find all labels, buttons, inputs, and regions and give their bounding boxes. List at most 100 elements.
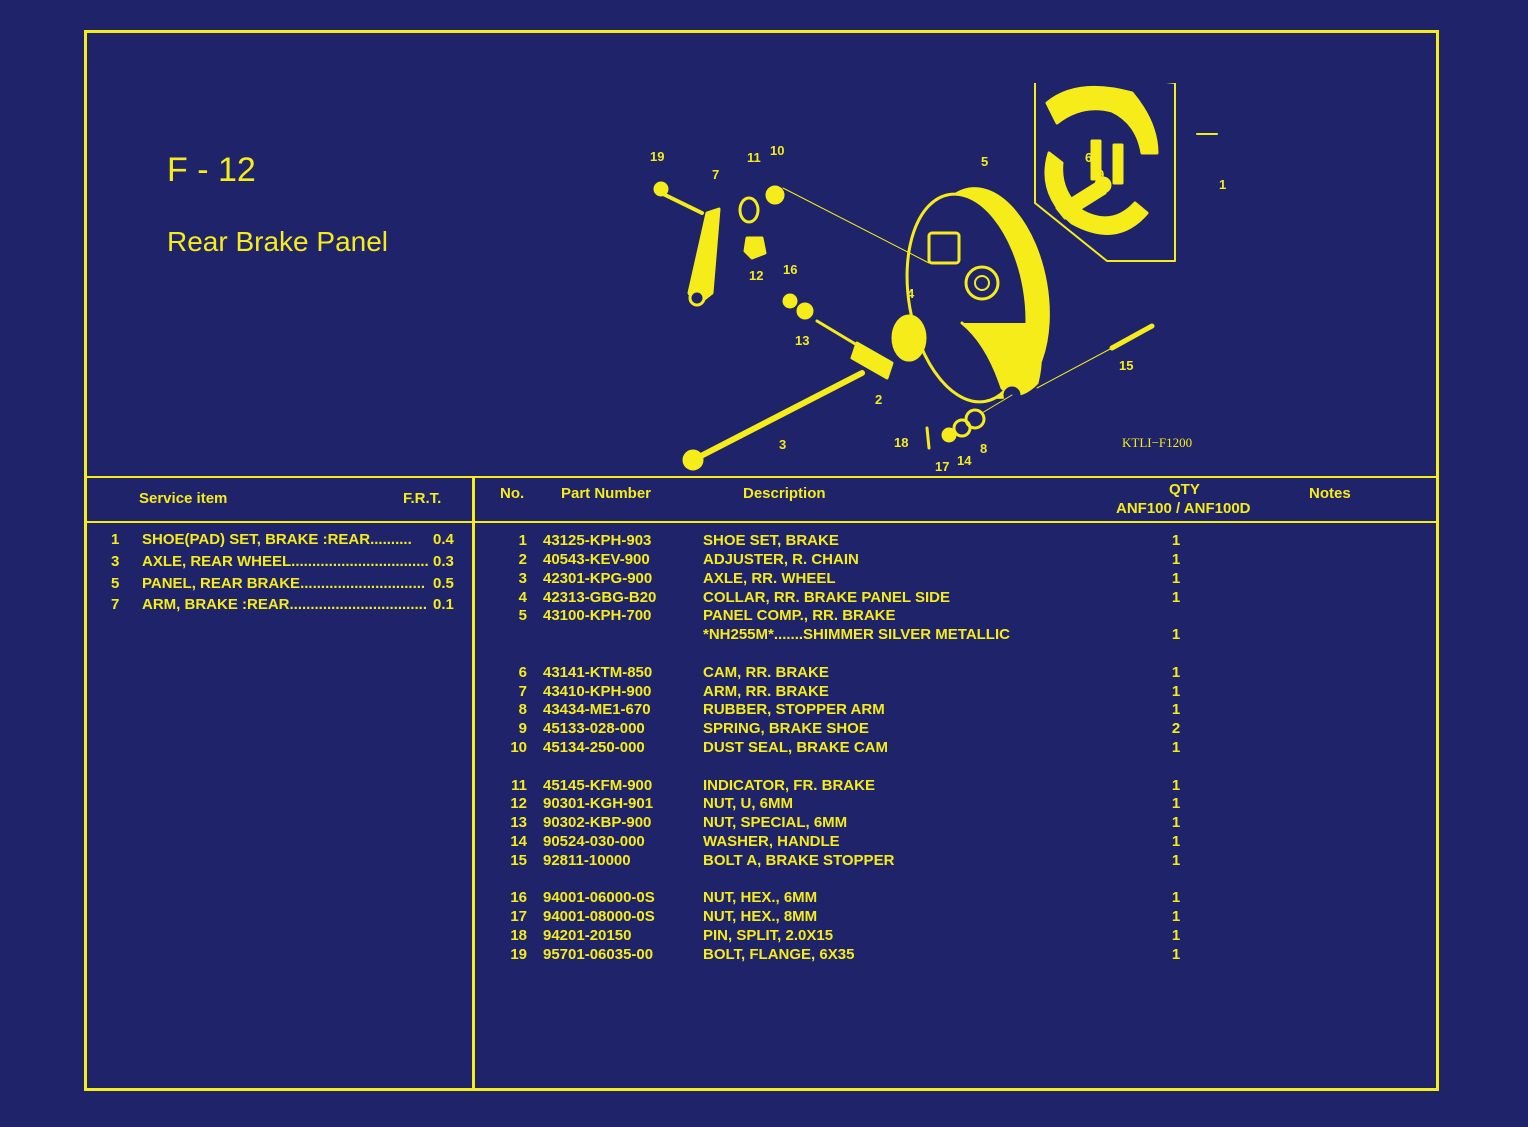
no-header: No.: [500, 485, 525, 502]
callout-17: 17: [935, 459, 949, 473]
part-number: 94001-08000-0S: [543, 908, 655, 925]
part-number: 42313-GBG-B20: [543, 589, 657, 606]
callout-14: 14: [957, 453, 972, 468]
part-description: BOLT A, BRAKE STOPPER: [703, 852, 895, 869]
part-no: 9: [518, 720, 527, 737]
nut-12: [743, 236, 767, 260]
part-qty: 1: [1171, 683, 1181, 700]
part-number: 42301-KPG-900: [543, 570, 653, 587]
part-qty: 1: [1171, 626, 1181, 643]
frt-header: F.R.T.: [403, 490, 442, 507]
part-number: 90301-KGH-901: [543, 795, 654, 812]
part-number: 40543-KEV-900: [543, 551, 650, 568]
callout-9: 9: [1097, 167, 1104, 182]
part-description: NUT, HEX., 8MM: [703, 908, 818, 925]
part-no: 16: [510, 889, 527, 906]
part-no: 13: [510, 814, 527, 831]
part-description: SPRING, BRAKE SHOE: [703, 720, 869, 737]
collar-4-hole: [897, 329, 913, 353]
service-item-label: ARM, BRAKE :REAR........................…: [142, 596, 428, 613]
part-description: DUST SEAL, BRAKE CAM: [703, 739, 889, 756]
part-no: 11: [511, 777, 527, 794]
part-no: 14: [510, 833, 527, 850]
bolt-19-head: [653, 181, 669, 197]
service-item-label: PANEL, REAR BRAKE.......................…: [142, 575, 426, 592]
adjuster-2: [850, 341, 894, 380]
part-no: 8: [518, 701, 527, 718]
callout-7: 7: [712, 167, 719, 182]
part-description: INDICATOR, FR. BRAKE: [703, 777, 875, 794]
part-description: BOLT, FLANGE, 6X35: [703, 946, 855, 963]
dust-seal-10: [765, 185, 785, 205]
arm-pivot: [688, 289, 706, 307]
header-divider: [87, 476, 1436, 478]
service-item-number: 1: [111, 531, 120, 548]
guide-line-8: [981, 394, 1013, 414]
part-number: 94201-20150: [543, 927, 632, 944]
callout-16-top: 16: [783, 262, 797, 277]
part-description: ADJUSTER, R. CHAIN: [703, 551, 859, 568]
service-item-header: Service item: [139, 490, 228, 507]
part-description: WASHER, HANDLE: [703, 833, 840, 850]
part-description: NUT, U, 6MM: [703, 795, 793, 812]
axle-3: [694, 370, 865, 461]
part-qty: 1: [1171, 833, 1181, 850]
part-no: 4: [518, 589, 527, 606]
part-number-header: Part Number: [561, 485, 652, 502]
part-description: NUT, SPECIAL, 6MM: [703, 814, 848, 831]
washer-8: [964, 408, 986, 430]
service-item-label: SHOE(PAD) SET, BRAKE :REAR..........: [142, 531, 412, 548]
notes-header: Notes: [1309, 485, 1351, 502]
part-description: *NH255M*.......SHIMMER SILVER METALLIC: [703, 626, 1010, 643]
nut-16a: [782, 293, 798, 309]
part-qty: 1: [1171, 908, 1181, 925]
part-qty: 1: [1171, 814, 1181, 831]
table-header-divider: [87, 521, 1436, 523]
panel-hub-inner: [974, 275, 990, 291]
part-qty: 1: [1171, 946, 1181, 963]
cam-head: [1094, 176, 1112, 194]
callout-19: 19: [650, 149, 664, 164]
callout-11: 11: [747, 150, 761, 165]
shoe-set-box: [1034, 83, 1176, 262]
part-number: 43100-KPH-700: [543, 607, 652, 624]
service-item-frt: 0.4: [433, 531, 454, 548]
part-no: 3: [518, 570, 527, 587]
part-qty: 1: [1171, 777, 1181, 794]
part-no: 18: [510, 927, 527, 944]
panel-hub: [964, 265, 1000, 301]
part-qty: 1: [1171, 532, 1181, 549]
part-number: 90302-KBP-900: [543, 814, 652, 831]
part-number: 92811-10000: [543, 852, 631, 869]
part-description: NUT, HEX., 6MM: [703, 889, 818, 906]
callout-4: 4: [907, 286, 915, 301]
part-number: 43410-KPH-900: [543, 683, 652, 700]
callout-6: 6: [1085, 150, 1092, 165]
part-description: PANEL COMP., RR. BRAKE: [703, 607, 896, 624]
part-description: AXLE, RR. WHEEL: [703, 570, 836, 587]
part-no: 15: [510, 852, 527, 869]
callout-1: 1: [1219, 177, 1226, 192]
column-divider: [472, 476, 475, 1088]
service-item-frt: 0.5: [433, 575, 454, 592]
callout-10: 10: [770, 143, 784, 158]
adjuster-bolt: [815, 319, 859, 347]
part-description: SHOE SET, BRAKE: [703, 532, 839, 549]
part-no: 1: [518, 532, 527, 549]
bolt-15: [1109, 323, 1155, 351]
callout-5: 5: [981, 154, 988, 169]
nut-13: [796, 302, 814, 320]
part-number: 94001-06000-0S: [543, 889, 655, 906]
panel-cam-boss: [927, 231, 961, 265]
part-qty: 1: [1171, 739, 1181, 756]
page-code: F - 12: [167, 151, 256, 189]
part-no: 12: [510, 795, 527, 812]
callout-15: 15: [1119, 358, 1133, 373]
part-no: 6: [518, 664, 527, 681]
part-number: 43125-KPH-903: [543, 532, 652, 549]
brake-shoe-upper: [1045, 85, 1159, 155]
exploded-diagram: 19 11 10 7 5 6 1 9 16 12 4 13 15 2 3 18 …: [650, 83, 1226, 473]
part-description: COLLAR, RR. BRAKE PANEL SIDE: [703, 589, 950, 606]
part-no: 2: [518, 551, 527, 568]
